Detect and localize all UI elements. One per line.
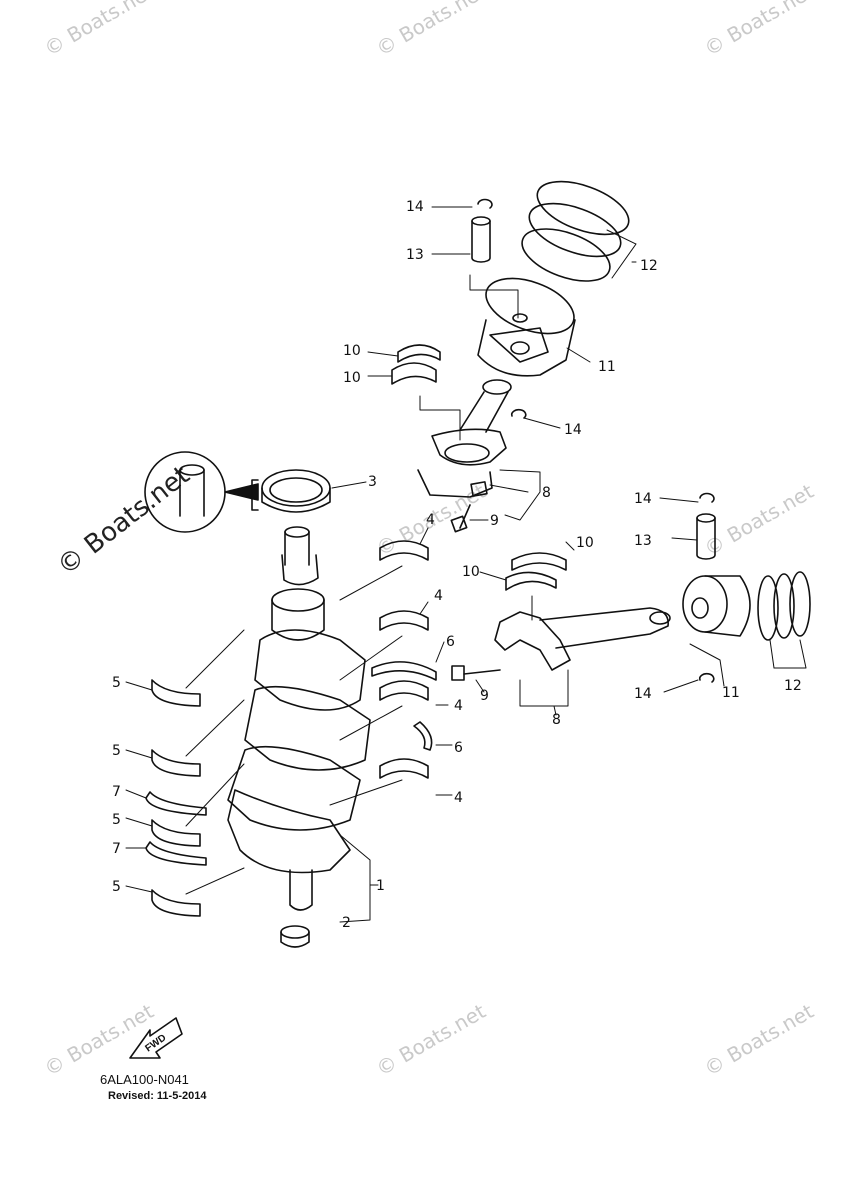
callout-4: 4 (454, 790, 463, 806)
callout-10: 10 (462, 564, 480, 580)
callout-9: 9 (480, 688, 489, 704)
rod-bearing (505, 552, 567, 591)
callout-2: 2 (342, 915, 351, 931)
callout-13: 13 (406, 247, 424, 263)
callout-9: 9 (490, 513, 499, 529)
oil-seal (261, 469, 331, 513)
piston-pin-clip (698, 672, 715, 683)
revision-date: Revised: 11-5-2014 (108, 1090, 207, 1102)
callout-14: 14 (634, 491, 652, 507)
callout-10: 10 (576, 535, 594, 551)
callout-10: 10 (343, 343, 361, 359)
callout-3: 3 (368, 474, 377, 490)
main-bearing-lower (151, 889, 201, 917)
callout-1: 1 (376, 878, 385, 894)
callout-5: 5 (112, 743, 121, 759)
main-bearing-upper (379, 758, 429, 779)
leader-lines (125, 206, 807, 923)
callout-12: 12 (640, 258, 658, 274)
piston-rings (521, 180, 630, 282)
callout-7: 7 (112, 784, 121, 800)
main-bearing-upper (379, 610, 429, 631)
callout-13: 13 (634, 533, 652, 549)
rod-bolt (450, 504, 471, 533)
callout-8: 8 (542, 485, 551, 501)
piston (477, 277, 576, 377)
main-bearing-lower (151, 749, 201, 777)
callout-4: 4 (454, 698, 463, 714)
callout-12: 12 (784, 678, 802, 694)
bushing (280, 925, 310, 948)
callout-4: 4 (426, 512, 435, 528)
thrust-bearing (413, 721, 433, 751)
main-bearing-upper (379, 540, 429, 561)
fwd-arrow-icon: FWD (129, 1017, 183, 1059)
callout-7: 7 (112, 841, 121, 857)
piston-pin-clip (477, 198, 493, 209)
main-bearing-lower (151, 679, 201, 707)
thrust-bearing (145, 791, 207, 816)
piston-pin (471, 216, 491, 263)
piston-pin (696, 513, 716, 560)
callout-14: 14 (406, 199, 424, 215)
diagram-code: 6ALA100-N041 (100, 1072, 189, 1087)
callout-5: 5 (112, 675, 121, 691)
callout-14: 14 (634, 686, 652, 702)
connecting-rod (417, 379, 512, 498)
crankshaft (227, 526, 371, 911)
callout-5: 5 (112, 812, 121, 828)
main-bearing-upper (379, 680, 429, 701)
callout-5: 5 (112, 879, 121, 895)
main-bearing-lower (151, 819, 201, 847)
callout-6: 6 (454, 740, 463, 756)
piston-rings (757, 571, 811, 641)
thrust-bearing (371, 661, 437, 681)
callout-6: 6 (446, 634, 455, 650)
piston-pin-clip (699, 492, 715, 503)
callout-8: 8 (552, 712, 561, 728)
callout-11: 11 (598, 359, 616, 375)
detail-view (144, 451, 259, 533)
callout-14: 14 (564, 422, 582, 438)
callout-4: 4 (434, 588, 443, 604)
rod-bearing (391, 344, 441, 385)
thrust-bearing (145, 841, 207, 866)
rod-bolt (451, 665, 501, 681)
callout-11: 11 (722, 685, 740, 701)
connecting-rod (494, 607, 671, 671)
piston-pin-clip (510, 408, 527, 419)
piston (682, 575, 751, 637)
callout-10: 10 (343, 370, 361, 386)
